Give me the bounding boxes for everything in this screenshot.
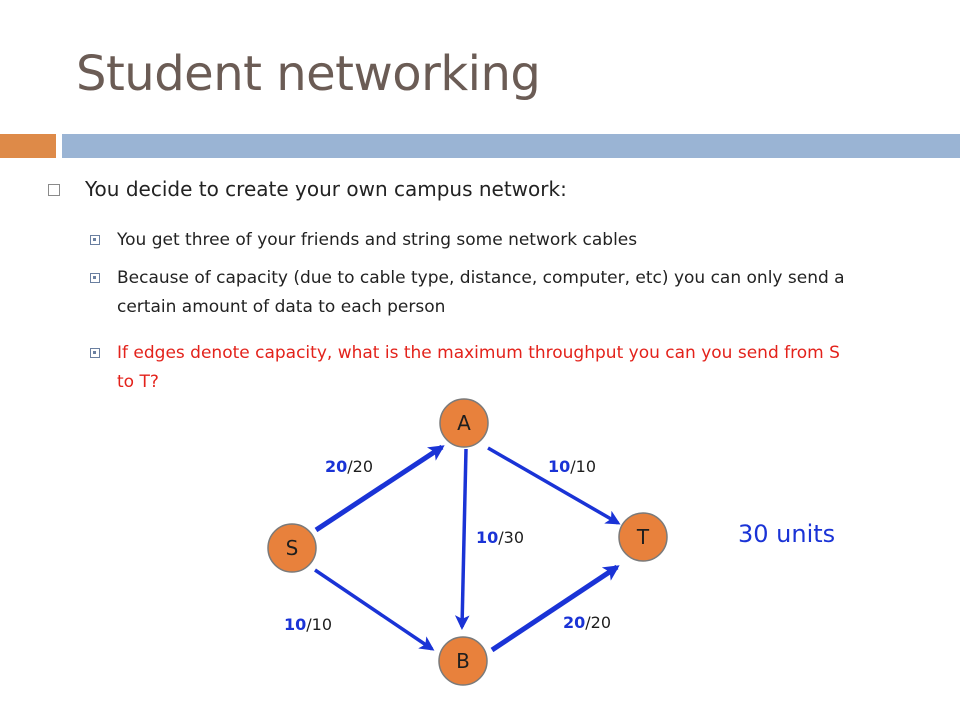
edge-a-b: [454, 448, 470, 630]
subbullet-text: You get three of your friends and string…: [117, 230, 638, 250]
subbullet-text: Because of capacity (due to cable type, …: [117, 268, 845, 317]
edge-flow-a-b: 10: [476, 528, 498, 547]
edge-capacity-b-t: /20: [585, 613, 611, 632]
edge-label-s-a: 20/20: [325, 457, 373, 476]
edge-label-b-t: 20/20: [563, 613, 611, 632]
edge-capacity-s-a: /20: [347, 457, 373, 476]
node-t: T: [618, 512, 668, 562]
edge-flow-b-t: 20: [563, 613, 585, 632]
slide-title: Student networking: [76, 46, 541, 102]
square-bullet-icon: [90, 235, 100, 245]
edge-capacity-s-b: /10: [306, 615, 332, 634]
subbullet-question-text: If edges denote capacity, what is the ma…: [117, 343, 840, 392]
edge-flow-a-t: 10: [548, 457, 570, 476]
edge-label-s-b: 10/10: [284, 615, 332, 634]
bullet-main-text: You decide to create your own campus net…: [85, 177, 567, 201]
node-b-label: B: [456, 649, 470, 673]
max-flow-result: 30 units: [738, 520, 836, 548]
edge-label-a-b: 10/30: [476, 528, 524, 547]
title-accent-bar-orange: [0, 134, 56, 158]
node-t-label: T: [636, 525, 650, 549]
edge-label-a-t: 10/10: [548, 457, 596, 476]
square-bullet-icon: [90, 273, 100, 283]
edge-a-t: [487, 446, 621, 525]
node-s-label: S: [286, 536, 299, 560]
square-bullet-icon: [90, 348, 100, 358]
edge-s-a: [314, 444, 445, 533]
node-s: S: [267, 523, 317, 573]
edge-flow-s-a: 20: [325, 457, 347, 476]
node-a-label: A: [457, 411, 471, 435]
edge-capacity-a-b: /30: [498, 528, 524, 547]
node-b: B: [438, 636, 488, 686]
edge-capacity-a-t: /10: [570, 457, 596, 476]
title-accent-bar-blue: [62, 134, 960, 158]
node-a: A: [439, 398, 489, 448]
edge-s-b: [314, 568, 435, 651]
square-bullet-icon: [48, 184, 60, 196]
edge-b-t: [490, 564, 620, 653]
edge-flow-s-b: 10: [284, 615, 306, 634]
